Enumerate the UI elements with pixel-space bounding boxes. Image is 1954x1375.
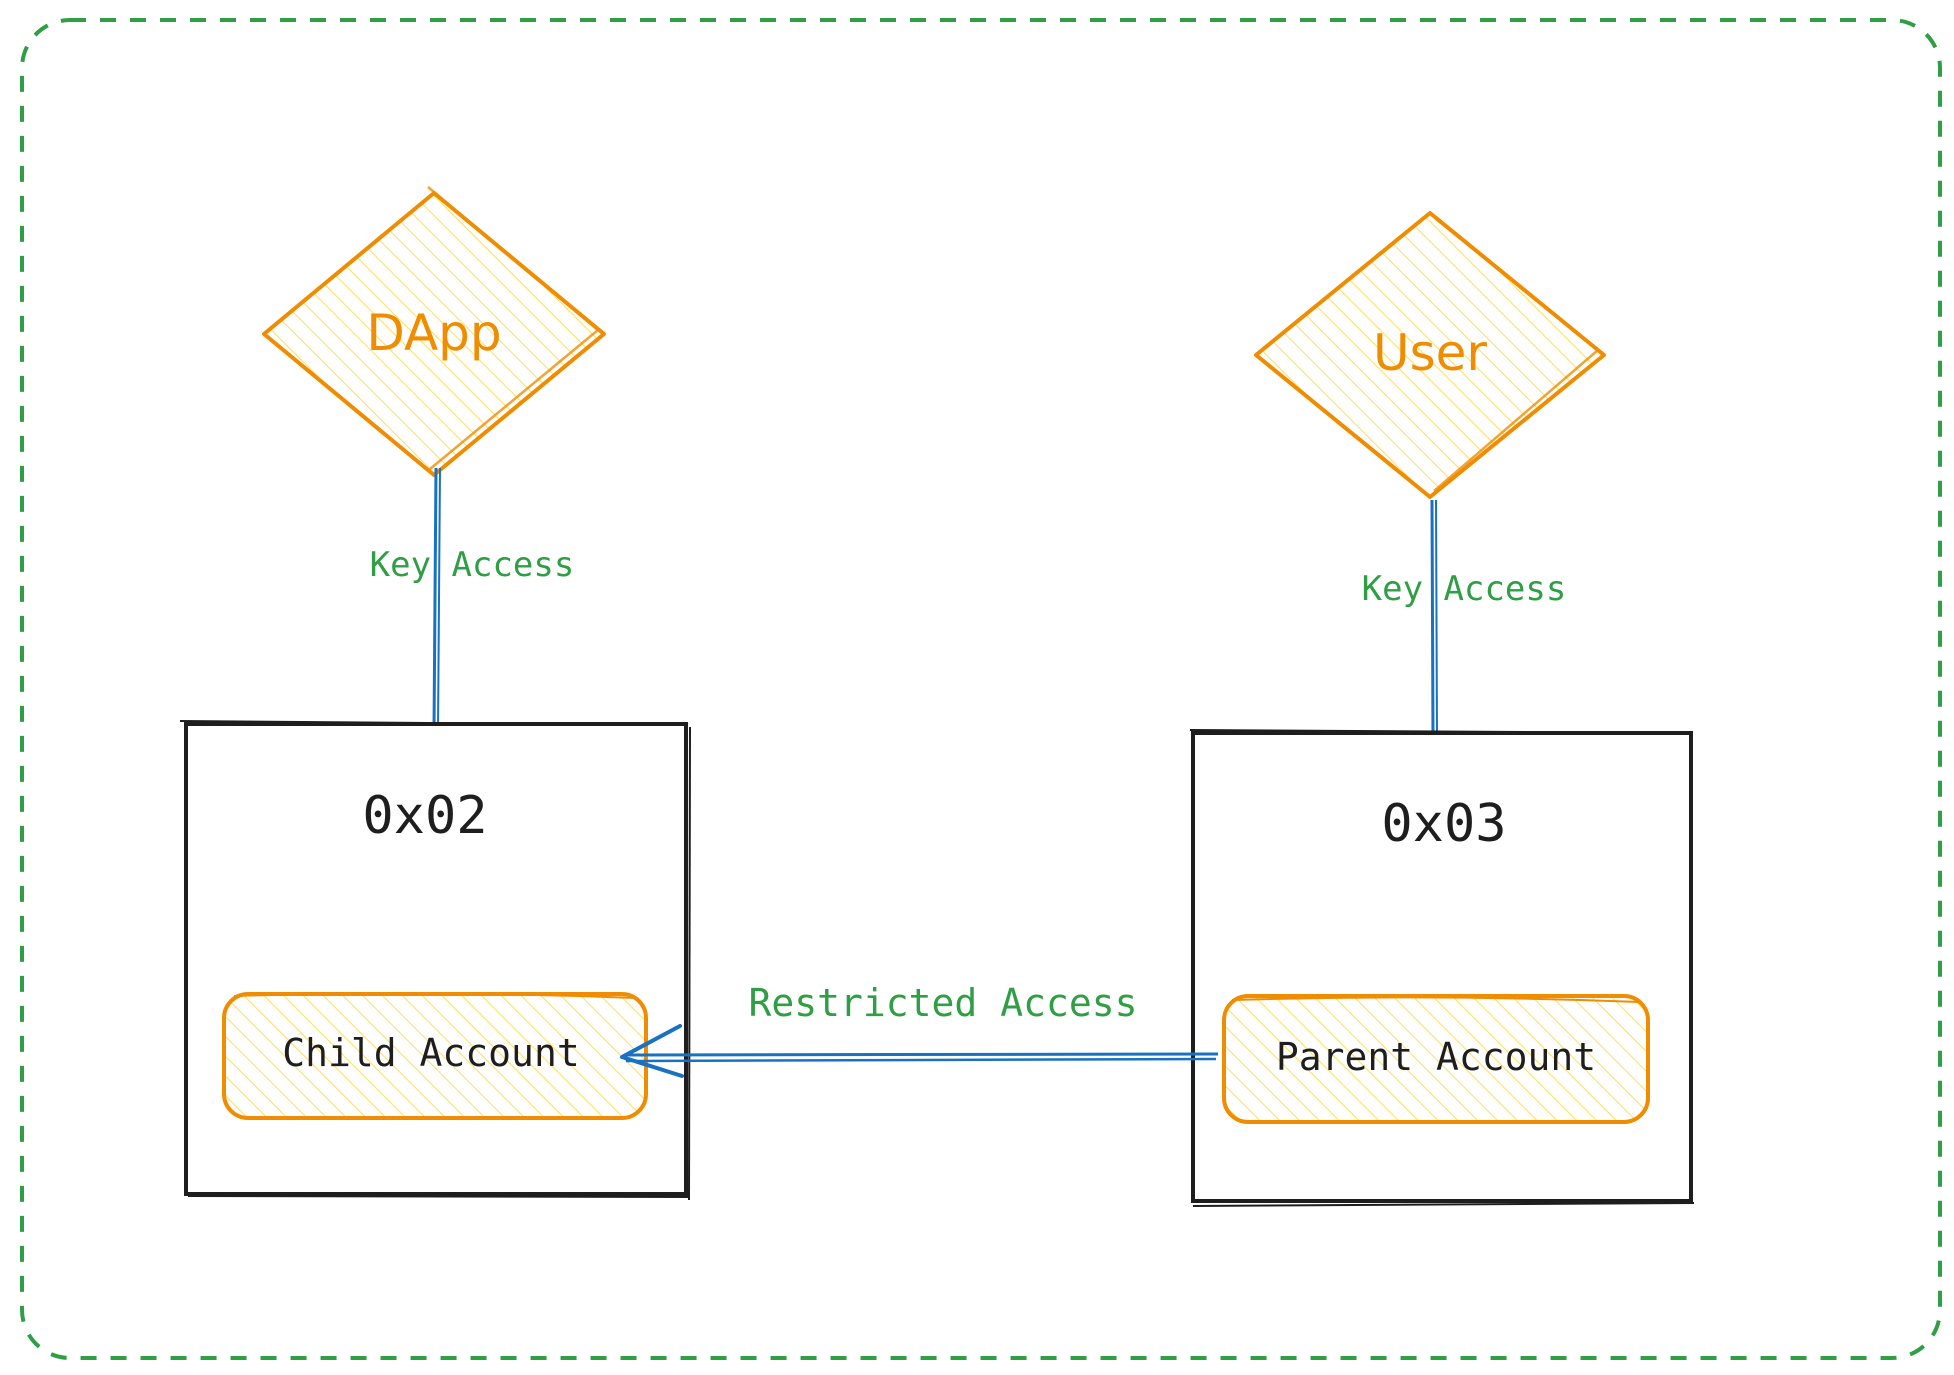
account-box-0x02: 0x02 [179,720,691,1201]
user-node: User [1254,211,1606,499]
user-key-access-edge: Key Access [1362,499,1567,739]
outer-frame [20,18,1942,1360]
dapp-node: DApp [262,186,606,477]
dapp-label: DApp [366,304,501,362]
user-label: User [1373,324,1487,382]
account-address-0x02: 0x02 [362,786,487,846]
restricted-access-label: Restricted Access [749,981,1138,1025]
arrowhead-icon [620,1024,684,1078]
dapp-key-access-edge: Key Access [370,467,575,731]
child-account-node: Child Account [222,992,648,1120]
parent-account-node: Parent Account [1222,994,1650,1124]
account-address-0x03: 0x03 [1381,794,1506,854]
child-account-label: Child Account [282,1031,579,1075]
dapp-key-access-label: Key Access [370,545,575,585]
user-key-access-label: Key Access [1362,569,1567,609]
account-box-0x03: 0x03 [1189,729,1695,1207]
parent-account-label: Parent Account [1276,1035,1596,1079]
restricted-access-edge: Restricted Access [620,981,1219,1078]
